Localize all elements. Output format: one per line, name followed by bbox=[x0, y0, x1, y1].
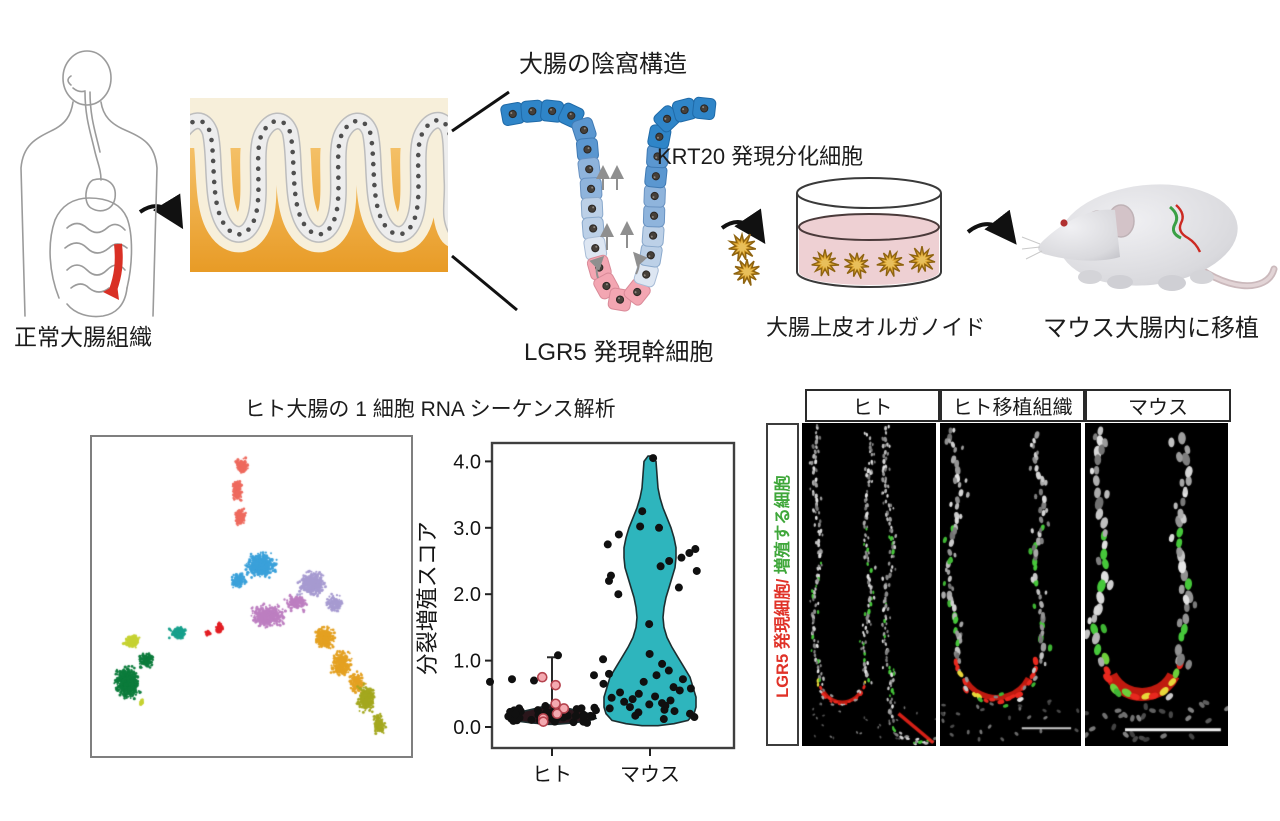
micro-label-mouse: マウス bbox=[1085, 389, 1231, 422]
micro-panel-human-graft bbox=[940, 423, 1081, 746]
micro-panel-human bbox=[802, 423, 936, 746]
colon-highlight-arrow bbox=[109, 243, 123, 292]
mouse-illustration bbox=[1021, 184, 1278, 291]
svg-text:分裂増殖スコア: 分裂増殖スコア bbox=[415, 521, 440, 675]
micro-axis-label-prolif: 増殖する細胞 bbox=[774, 475, 792, 575]
micro-axis-strip: LGR5 発現細胞/ 増殖する細胞 bbox=[766, 423, 799, 746]
arrow-body-to-tissue bbox=[138, 193, 184, 230]
mouse-colon-green bbox=[1169, 205, 1182, 240]
micro-label-human-graft: ヒト移植組織 bbox=[940, 389, 1085, 422]
umap-plot-frame bbox=[90, 435, 413, 758]
micro-label-human-text: ヒト bbox=[852, 397, 893, 419]
human-body-illustration bbox=[20, 50, 158, 318]
micro-label-mouse-text: マウス bbox=[1128, 397, 1188, 419]
culture-dish bbox=[796, 177, 942, 288]
svg-text:2.0: 2.0 bbox=[453, 584, 481, 606]
free-organoids bbox=[727, 231, 760, 286]
lgr5-label: LGR5 発現幹細胞 bbox=[524, 339, 714, 366]
micro-label-human: ヒト bbox=[805, 389, 940, 422]
mouse-colon-red bbox=[1175, 204, 1202, 253]
svg-text:0.0: 0.0 bbox=[453, 717, 481, 739]
micro-axis-label: LGR5 発現細胞/ 増殖する細胞 bbox=[771, 429, 795, 744]
crypt-diagram bbox=[500, 96, 717, 312]
krt20-label: KRT20 発現分化細胞 bbox=[657, 144, 864, 169]
micro-image-human-graft bbox=[940, 423, 1081, 746]
colon-tissue-panel bbox=[190, 98, 448, 272]
micro-image-mouse bbox=[1085, 423, 1228, 746]
organoid-label: 大腸上皮オルガノイド bbox=[766, 315, 986, 340]
micro-image-human bbox=[802, 423, 936, 746]
umap-title: ヒト大腸の 1 細胞 RNA シーケンス解析 bbox=[244, 398, 616, 421]
transplant-label: マウス大腸内に移植 bbox=[1043, 315, 1259, 342]
micro-label-human-graft-text: ヒト移植組織 bbox=[952, 397, 1073, 419]
colon-highlight-arrowhead bbox=[103, 284, 119, 300]
connector-line-bottom bbox=[451, 254, 518, 312]
arrow-dish-to-mouse bbox=[966, 209, 1017, 245]
micro-axis-label-lgr5: LGR5 発現細胞/ bbox=[774, 578, 792, 698]
arrow-crypt-to-dish bbox=[720, 208, 766, 244]
svg-text:3.0: 3.0 bbox=[453, 518, 481, 540]
umap-scatter bbox=[92, 437, 411, 756]
micro-panel-mouse bbox=[1085, 423, 1228, 746]
connector-line-top bbox=[451, 90, 510, 133]
crypt-structure-title: 大腸の陰窩構造 bbox=[519, 51, 687, 78]
svg-text:1.0: 1.0 bbox=[453, 651, 481, 673]
svg-text:ヒト: ヒト bbox=[532, 764, 572, 786]
normal-tissue-label: 正常大腸組織 bbox=[14, 324, 152, 350]
svg-text:4.0: 4.0 bbox=[453, 451, 481, 473]
svg-text:マウス: マウス bbox=[620, 764, 680, 786]
